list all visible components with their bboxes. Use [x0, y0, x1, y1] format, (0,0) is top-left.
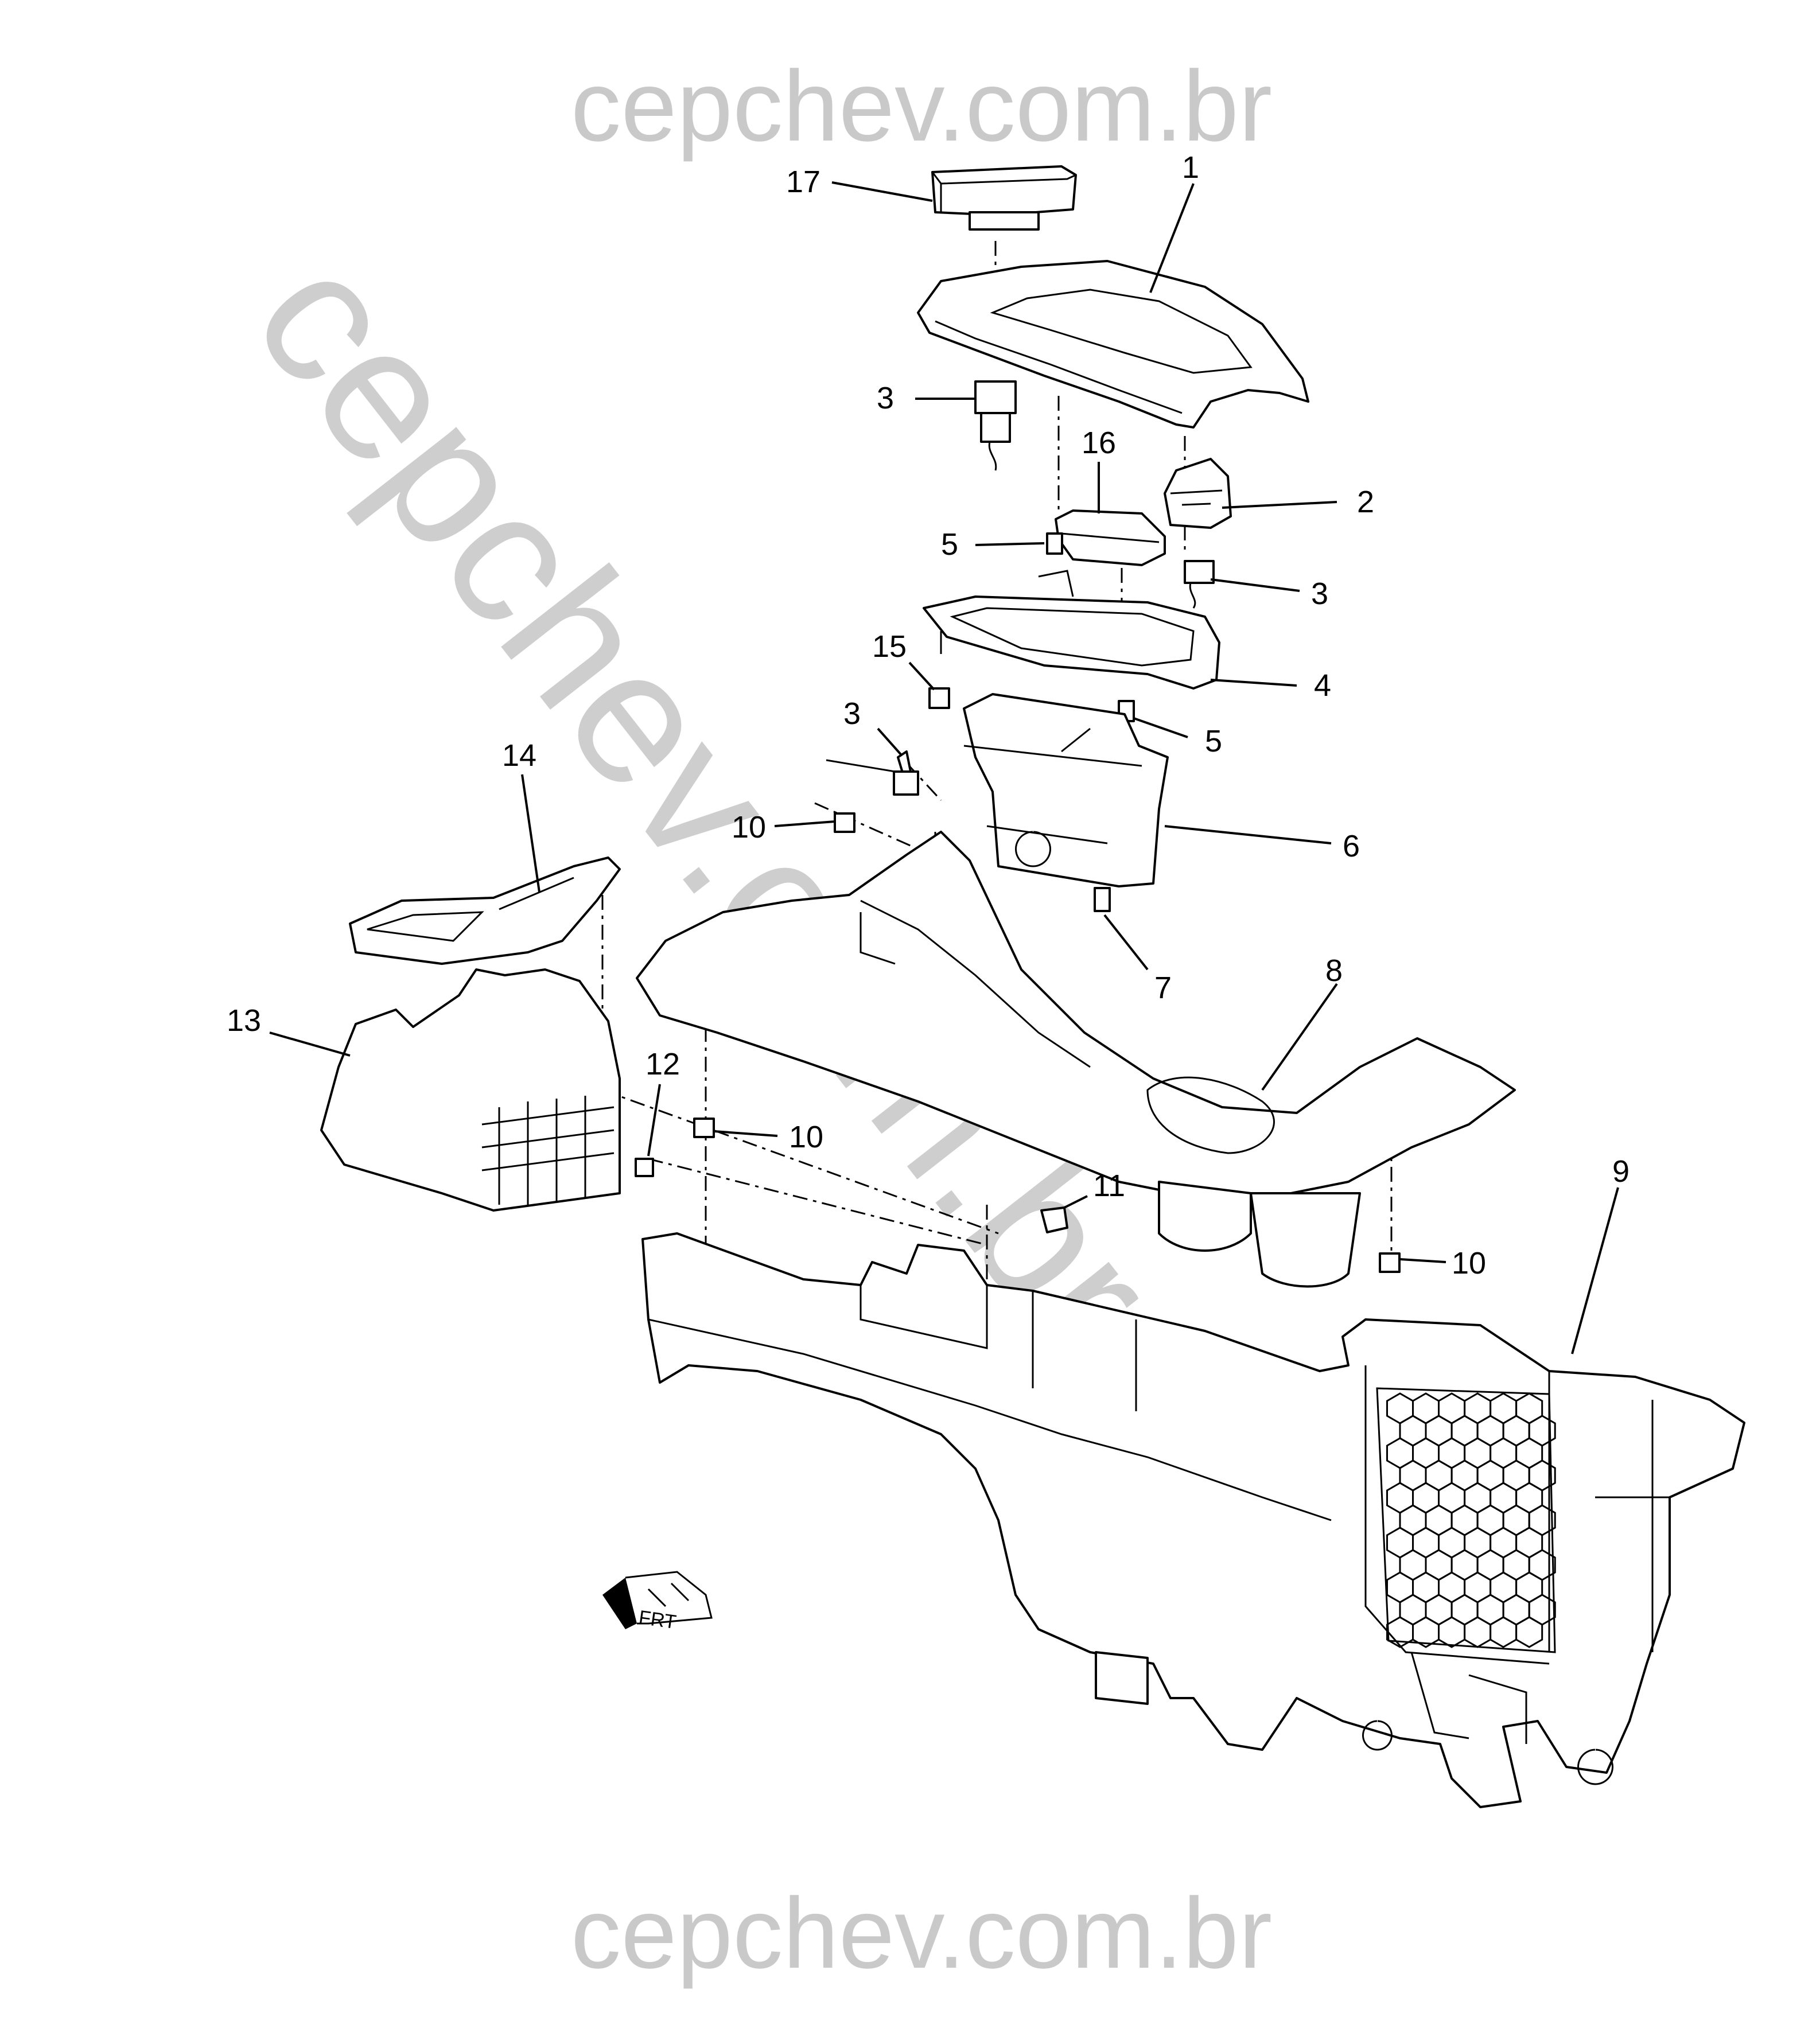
front-indicator: FRT: [602, 1571, 713, 1633]
callout-4: 4: [1314, 668, 1331, 703]
part-17-switch: [931, 165, 1077, 231]
watermark-bottom: cepchev.com.br: [571, 1878, 1272, 1990]
callout-17: 17: [786, 165, 820, 199]
callout-1: 1: [1182, 150, 1199, 185]
callout-13: 13: [227, 1003, 261, 1038]
part-6-module: [963, 693, 1169, 887]
watermark-top: cepchev.com.br: [571, 50, 1272, 162]
callout-3-a: 3: [877, 381, 894, 415]
part-8-console-trim: [636, 831, 1516, 1288]
part-14-tray: [349, 857, 621, 965]
part-10-clip-c: [1379, 1252, 1401, 1273]
part-2-switch: [1164, 458, 1232, 529]
honeycomb-cell: [1515, 1616, 1543, 1648]
part-9-honeycomb: [1376, 1387, 1556, 1653]
callout-6: 6: [1343, 829, 1360, 863]
callout-3-c: 3: [843, 696, 861, 731]
part-1-trim-plate: [917, 260, 1309, 429]
part-13-bin: [320, 968, 621, 1212]
callout-9: 9: [1612, 1154, 1630, 1189]
callout-5-b: 5: [1205, 724, 1222, 758]
callout-11: 11: [1093, 1169, 1125, 1203]
part-10-clip-b: [693, 1118, 715, 1138]
callout-14: 14: [502, 738, 536, 773]
callout-7: 7: [1154, 971, 1172, 1005]
front-arrow-icon: [602, 1578, 637, 1629]
callout-8: 8: [1325, 953, 1343, 988]
part-3-connector-a: [974, 380, 1017, 471]
callout-10-c: 10: [1452, 1246, 1486, 1280]
callout-labels: 17 1 3 16 2 5 3 15 4 3 5 14 10 6 7 8 13 …: [227, 150, 1630, 1280]
part-9-base-console: [641, 1232, 1745, 1808]
callout-2: 2: [1357, 485, 1374, 519]
part-10-clip-a: [834, 812, 855, 833]
part-15-clip: [928, 687, 950, 709]
callout-3-b: 3: [1311, 577, 1328, 611]
part-7-screw: [1094, 887, 1111, 912]
callout-12: 12: [645, 1047, 680, 1081]
part-3-connector-c: [826, 750, 919, 796]
front-indicator-label: FRT: [637, 1606, 678, 1633]
part-5-screw-a: [1046, 532, 1063, 555]
callout-15: 15: [872, 629, 907, 664]
callout-10-b: 10: [789, 1120, 823, 1154]
callout-10-a: 10: [732, 810, 766, 844]
part-11-nut: [1040, 1206, 1068, 1233]
part-12-fastener: [635, 1158, 654, 1177]
part-4-bracket: [923, 570, 1220, 690]
part-16-bezel: [1055, 509, 1166, 566]
leader-lines: [269, 181, 1619, 1354]
callout-5-a: 5: [941, 527, 958, 562]
part-3-connector-b: [1184, 560, 1215, 609]
callout-16: 16: [1082, 426, 1116, 460]
